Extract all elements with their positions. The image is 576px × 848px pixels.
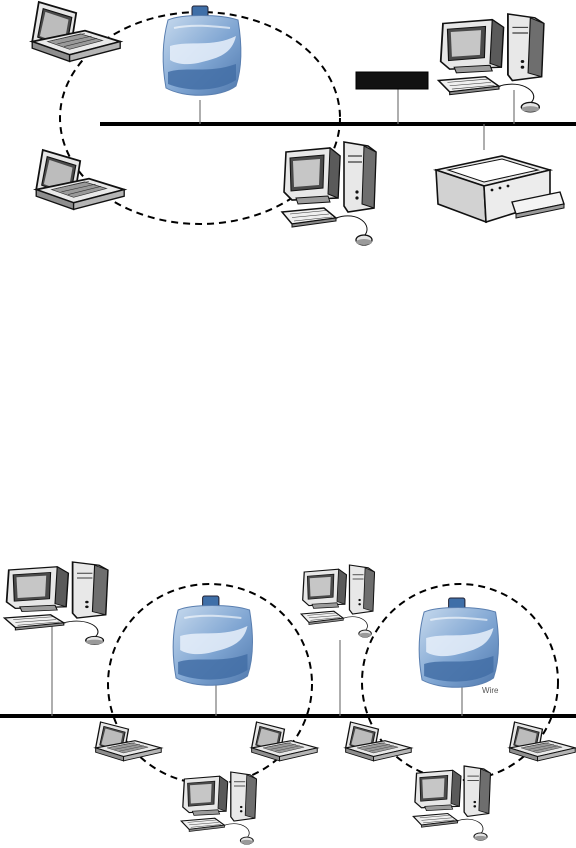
top-network — [32, 2, 576, 245]
access-point-icon — [173, 596, 252, 685]
bridge-unit-icon — [356, 72, 428, 89]
laptop-icon — [96, 722, 162, 761]
desktop-computer-icon — [282, 142, 376, 245]
laptop-icon — [252, 722, 318, 761]
printer-icon — [436, 156, 564, 222]
desktop-computer-icon — [413, 766, 490, 840]
desktop-computer-icon — [181, 772, 256, 844]
laptop-icon — [36, 150, 124, 209]
desktop-computer-icon — [438, 14, 543, 112]
access-point-icon — [163, 6, 241, 95]
access-point-icon — [419, 598, 498, 687]
laptop-icon — [510, 722, 576, 761]
bottom-network: Wire — [0, 562, 576, 844]
laptop-icon — [32, 2, 120, 61]
desktop-computer-icon — [4, 562, 107, 644]
desktop-computer-icon — [301, 565, 374, 637]
laptop-icon — [346, 722, 412, 761]
access-point-label: Wire — [482, 686, 499, 695]
